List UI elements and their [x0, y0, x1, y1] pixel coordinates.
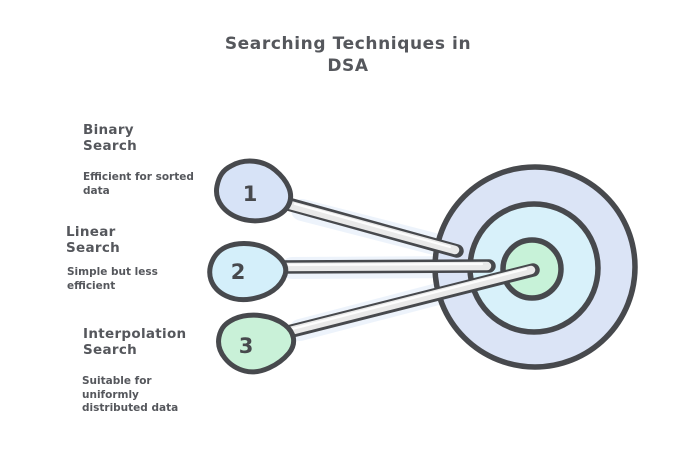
label-linear-search: Linear Search — [66, 224, 121, 256]
balloon-3 — [216, 312, 297, 375]
diagram-title: Searching Techniques in DSA — [224, 34, 472, 76]
description-binary-search: Efficient for sorted data — [83, 171, 194, 197]
balloon-2-number: 2 — [231, 260, 246, 284]
number-balloons — [207, 158, 297, 375]
description-interpolation-search: Suitable for uniformly distributed data — [82, 375, 179, 414]
balloon-1 — [214, 158, 294, 224]
arrow-1 — [281, 197, 464, 258]
label-interpolation-search: Interpolation Search — [83, 326, 187, 358]
arrow-2 — [269, 259, 496, 274]
label-binary-search: Binary Search — [83, 122, 138, 154]
arrow-3 — [277, 263, 540, 340]
description-linear-search: Simple but less efficient — [67, 266, 158, 292]
balloon-1-number: 1 — [243, 182, 258, 206]
balloon-3-number: 3 — [239, 334, 254, 358]
balloon-2 — [207, 241, 289, 303]
